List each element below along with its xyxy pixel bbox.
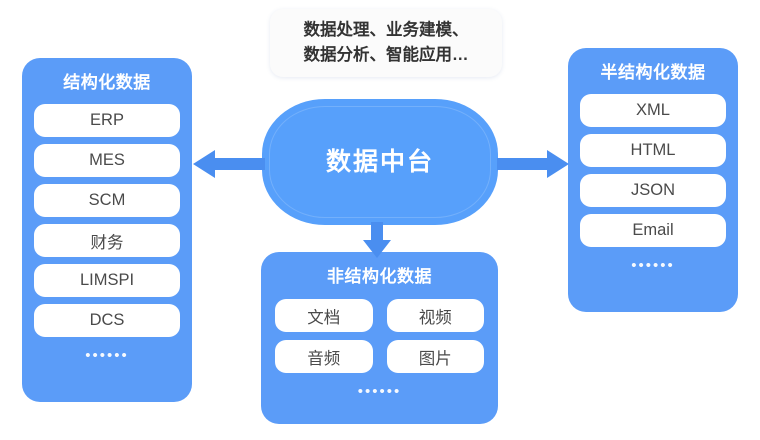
list-item[interactable]: ERP	[34, 104, 180, 137]
list-item[interactable]: LIMSPI	[34, 264, 180, 297]
unstructured-item-grid: 文档 视频 音频 图片	[261, 299, 498, 373]
structured-item-list: ERP MES SCM 财务 LIMSPI DCS	[22, 104, 192, 337]
callout-box: 数据处理、业务建模、 数据分析、智能应用…	[270, 9, 502, 77]
callout-line-2: 数据分析、智能应用…	[303, 46, 469, 64]
center-hub-data-platform: 数据中台	[262, 99, 498, 225]
semistructured-item-list: XML HTML JSON Email	[568, 94, 738, 247]
arrow-to-unstructured-icon	[363, 222, 391, 258]
list-item[interactable]: MES	[34, 144, 180, 177]
list-item[interactable]: SCM	[34, 184, 180, 217]
callout-line-1: 数据处理、业务建模、	[303, 21, 469, 39]
more-indicator: ••••••	[85, 347, 129, 364]
panel-structured-data: 结构化数据 ERP MES SCM 财务 LIMSPI DCS ••••••	[22, 58, 192, 402]
panel-title-unstructured: 非结构化数据	[327, 267, 432, 286]
list-item[interactable]: HTML	[580, 134, 726, 167]
more-indicator: ••••••	[631, 257, 675, 274]
list-item[interactable]: 图片	[386, 340, 484, 373]
list-item[interactable]: Email	[580, 214, 726, 247]
hub-label: 数据中台	[325, 147, 434, 176]
list-item[interactable]: DCS	[34, 304, 180, 337]
list-item[interactable]: 视频	[386, 299, 484, 332]
panel-title-structured: 结构化数据	[63, 73, 151, 92]
list-item[interactable]: JSON	[580, 174, 726, 207]
arrow-to-structured-icon	[193, 150, 265, 178]
list-item[interactable]: 财务	[34, 224, 180, 257]
panel-unstructured-data: 非结构化数据 文档 视频 音频 图片 ••••••	[261, 252, 498, 424]
panel-title-semistructured: 半结构化数据	[600, 63, 706, 82]
panel-semistructured-data: 半结构化数据 XML HTML JSON Email ••••••	[568, 48, 738, 312]
list-item[interactable]: 音频	[275, 340, 373, 373]
more-indicator: ••••••	[357, 383, 402, 400]
list-item[interactable]: XML	[580, 94, 726, 127]
list-item[interactable]: 文档	[275, 299, 373, 332]
arrow-to-semistructured-icon	[497, 150, 569, 178]
